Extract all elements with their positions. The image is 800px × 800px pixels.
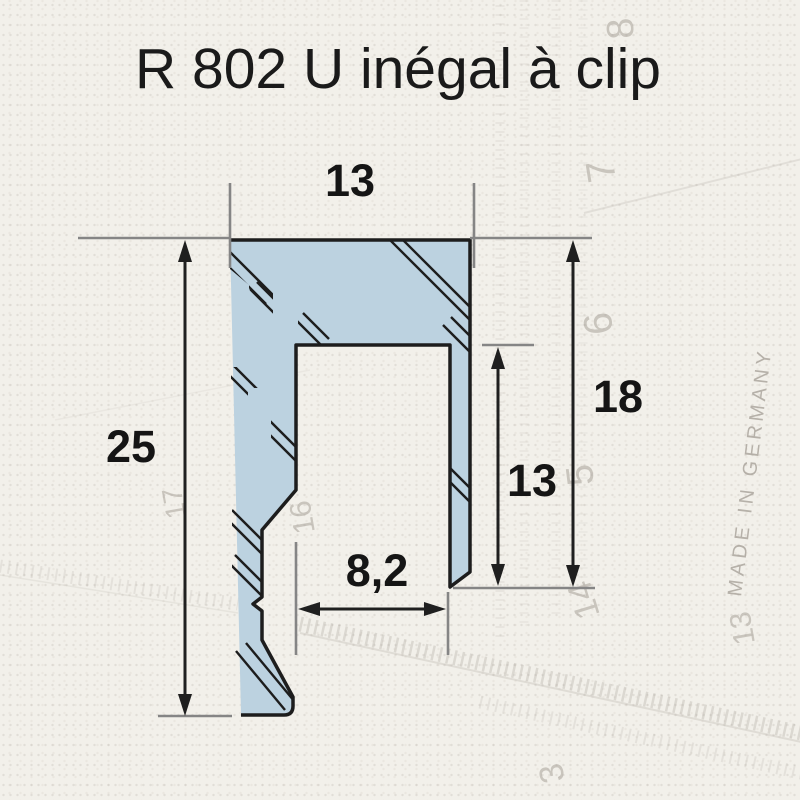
ruler-number: 5 [559,462,603,488]
ruler-number: 14 [560,576,607,623]
ruler-comb [298,616,800,741]
profile-cross-section [230,238,472,717]
profile-body [230,238,472,717]
ruler-number: 8 [599,16,643,41]
dim-label-25: 25 [106,421,156,472]
ruler-number: 3 [532,760,573,787]
ruler-number: 13 [724,609,762,648]
ruler-number: 7 [578,157,625,186]
dim-label-8-2: 8,2 [346,545,409,596]
made-in-germany-text: MADE IN GERMANY [724,347,776,598]
dim-label-18: 18 [593,371,643,422]
page-title: R 802 U inégal à clip [135,37,661,101]
ruler-edge [583,158,800,214]
dimension-gap-width: 8,2 [298,545,446,616]
ruler-comb [0,559,240,611]
dim-label-13-top: 13 [325,155,375,206]
ruler-number: 17 [156,485,192,521]
ruler-number: 6 [576,310,622,337]
ruler-comb-baseline [299,632,800,743]
dimension-inner-height: 13 [491,347,557,586]
ruler-comb-baseline [0,574,239,614]
ruler-number: 16 [284,498,322,537]
dim-label-13-inner: 13 [507,455,557,506]
dimensions: 25 18 13 13 8,2 [78,155,643,718]
dimension-left-height: 25 [106,240,192,716]
dimension-right-height: 18 [566,240,643,587]
ruler-comb [478,695,800,780]
dimension-top-width: 13 [325,155,375,206]
